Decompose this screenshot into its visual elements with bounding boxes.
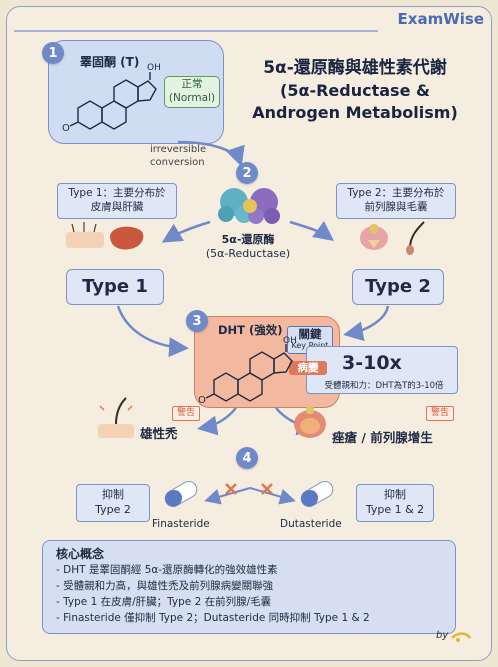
concept-item-4: - Finasteride 僅抑制 Type 2；Dutasteride 同時抑… [56, 612, 370, 624]
testosterone-oh-label: OH [147, 63, 161, 73]
key-point-en: Key Point [291, 341, 329, 350]
skin-icon [66, 222, 104, 248]
type2-distribution: Type 2：主要分布於 前列腺與毛囊 [336, 183, 456, 219]
liver-icon [110, 226, 144, 250]
testosterone-title: 睪固酮 (T) [80, 55, 140, 69]
normal-tag-zh: 正常 [181, 78, 203, 90]
type2-desc-line-2: 前列腺與毛囊 [364, 201, 428, 213]
enzyme-label: 5α-還原酶 (5α-Reductase) [196, 233, 300, 261]
step-1-badge: 1 [42, 42, 64, 64]
normal-tag-en: (Normal) [168, 92, 216, 104]
affinity-box [306, 346, 458, 394]
dht-o-label: O [198, 395, 206, 406]
title-line-1: 5α-還原酶與雄性素代謝 [263, 58, 447, 78]
type2-label: Type 2 [352, 269, 444, 305]
step-2-badge: 2 [236, 162, 258, 184]
inhibit-left-line-1: 抑制 [102, 488, 124, 501]
affinity-ratio: 3-10x [342, 352, 402, 374]
normal-tag: 正常 (Normal) [164, 76, 220, 108]
conversion-note-line-1: irreversible [150, 144, 207, 155]
concept-item-1: - DHT 是睪固酮經 5α-還原酶轉化的強效雄性素 [56, 564, 278, 576]
effect-baldness: 雄性禿 [140, 426, 178, 441]
inhibition-arrow-left [204, 487, 251, 505]
testosterone-o-label: O [62, 123, 70, 134]
enzyme-name-zh: 5α-還原酶 [221, 233, 275, 246]
core-concepts-panel [42, 540, 456, 634]
inhibit-left-line-2: Type 2 [95, 503, 131, 516]
type2-desc-line-1: Type 2：主要分布於 [347, 187, 445, 199]
enzyme-name-en: (5α-Reductase) [205, 247, 291, 260]
header-rule [14, 30, 378, 32]
warning-tag-right: 警告 [426, 406, 454, 421]
pathology-tag: 病變 [289, 361, 327, 375]
drug-finasteride: Finasteride [152, 518, 210, 530]
block-x-icon-left [225, 483, 237, 495]
inhibit-type2-box: 抑制 Type 2 [76, 484, 150, 522]
arrow-to-type1 [161, 220, 211, 243]
type1-desc-line-1: Type 1：主要分布於 [68, 187, 166, 199]
step-3-badge: 3 [186, 310, 208, 332]
type1-distribution: Type 1：主要分布於 皮膚與肝臟 [57, 183, 177, 219]
arrow-to-enzyme [177, 140, 245, 167]
hair-follicle-icon [406, 221, 425, 255]
key-point-zh: 關鍵 [298, 327, 322, 341]
arrow-to-baldness [197, 407, 237, 436]
inhibit-right-line-2: Type 1 & 2 [365, 503, 425, 516]
type1-label: Type 1 [66, 269, 164, 305]
baldness-icon [98, 397, 134, 438]
testosterone-structure [69, 72, 157, 130]
dht-structure [205, 344, 293, 402]
affinity-note: 受體親和力：DHT為T的3-10倍 [324, 381, 444, 391]
arrow-to-type2 [289, 220, 335, 241]
dht-title: DHT (強效) [218, 323, 283, 337]
conversion-note-line-2: conversion [150, 157, 205, 168]
brand-logo: ExamWise [397, 10, 484, 28]
main-title: 5α-還原酶與雄性素代謝 (5α-Reductase & Androgen Me… [230, 56, 480, 124]
prostate-enlarged-icon [294, 406, 326, 438]
arrow-type1-to-dht [116, 305, 189, 358]
concept-item-2: - 受體親和力高，與雄性禿及前列腺病變關聯強 [56, 580, 274, 592]
effect-acne-bph: 痤瘡 / 前列腺增生 [332, 430, 433, 445]
finasteride-capsule-icon [164, 481, 198, 507]
enzyme-icon [218, 188, 280, 224]
block-x-icon-right [261, 483, 273, 495]
prostate-icon [360, 224, 388, 250]
type1-desc-line-2: 皮膚與肝臟 [90, 201, 144, 213]
step-4-badge: 4 [236, 447, 258, 469]
warning-tag-left: 警告 [172, 406, 200, 421]
concept-item-3: - Type 1 在皮膚/肝臟；Type 2 在前列腺/毛囊 [56, 596, 272, 608]
conversion-note: irreversible conversion [150, 143, 206, 169]
arrow-type2-to-dht [343, 305, 390, 342]
title-line-2: (5α-Reductase & [280, 81, 430, 100]
inhibit-right-line-1: 抑制 [384, 488, 406, 501]
dutasteride-capsule-icon [300, 481, 334, 507]
core-concepts-title: 核心概念 [56, 547, 105, 561]
footer-logo-icon [451, 632, 472, 642]
title-line-3: Androgen Metabolism) [252, 103, 458, 122]
inhibit-type12-box: 抑制 Type 1 & 2 [356, 484, 434, 522]
dht-oh-label: OH [283, 336, 297, 346]
drug-dutasteride: Dutasteride [280, 518, 342, 530]
footer-credit: by [436, 630, 449, 641]
